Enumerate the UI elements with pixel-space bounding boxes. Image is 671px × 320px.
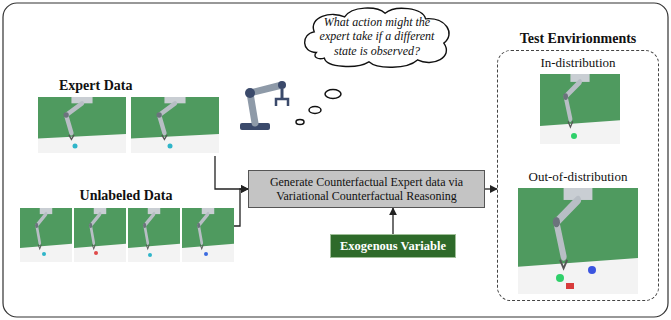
thought-bubble: What action might the expert take if a d… — [294, 2, 460, 71]
robot-wrist — [281, 89, 284, 98]
out-of-distribution-panel: Out-of-distribution — [513, 169, 643, 297]
test-environments-box-text: Test Envirionments — [497, 31, 659, 48]
scene-object — [168, 144, 173, 149]
unlabeled-scene — [20, 208, 72, 262]
flow-arrow — [215, 156, 248, 189]
unlabeled-data-panel-text: Unlabeled Data — [18, 188, 234, 205]
expert-data-panel: Expert Data — [35, 78, 225, 156]
thought-dot — [296, 120, 304, 125]
scene-object — [204, 252, 208, 256]
outer-frame — [3, 3, 668, 317]
unlabeled-scene — [74, 208, 126, 262]
scene-object — [94, 251, 98, 255]
scene-object — [588, 266, 596, 274]
in-distribution-panel-text: In-distribution — [528, 55, 628, 71]
test-environments-box: Test EnvirionmentsIn-distributionOut-of-… — [497, 31, 659, 301]
scene-object — [571, 133, 577, 139]
scene-object — [566, 283, 574, 289]
out-of-distribution-panel-text: Out-of-distribution — [513, 169, 643, 185]
scene-object — [73, 144, 78, 149]
variable-box-text: Exogenous Variable — [335, 239, 451, 254]
flow-arrow — [392, 208, 393, 234]
flow-arrow — [485, 188, 497, 189]
cloud-shape — [305, 8, 449, 67]
thought-dot — [325, 90, 341, 99]
thought-bubble-text: What action might the expert take if a d… — [310, 15, 444, 58]
scene-object — [42, 252, 46, 256]
expert-scene — [131, 97, 219, 153]
expert-scene — [38, 97, 126, 153]
scene-object — [148, 253, 152, 257]
thought-dot — [309, 107, 321, 114]
robot-gripper — [276, 99, 288, 106]
flow-arrow — [234, 189, 248, 226]
process-box-text: Generate Counterfactual Expert data via … — [253, 175, 480, 204]
unlabeled-scene — [128, 208, 180, 262]
unlabeled-data-panel: Unlabeled Data — [18, 188, 234, 264]
variable-box: Exogenous Variable — [330, 234, 456, 258]
robot-joint — [245, 88, 255, 98]
process-box: Generate Counterfactual Expert data via … — [248, 170, 485, 208]
in-distribution-scene — [540, 74, 620, 144]
scene-object — [556, 274, 564, 282]
expert-data-panel-text: Expert Data — [59, 78, 225, 95]
in-distribution-panel: In-distribution — [528, 55, 628, 147]
unlabeled-scene — [182, 208, 234, 262]
robot-joint — [278, 81, 286, 89]
out-of-distribution-scene — [518, 188, 638, 294]
